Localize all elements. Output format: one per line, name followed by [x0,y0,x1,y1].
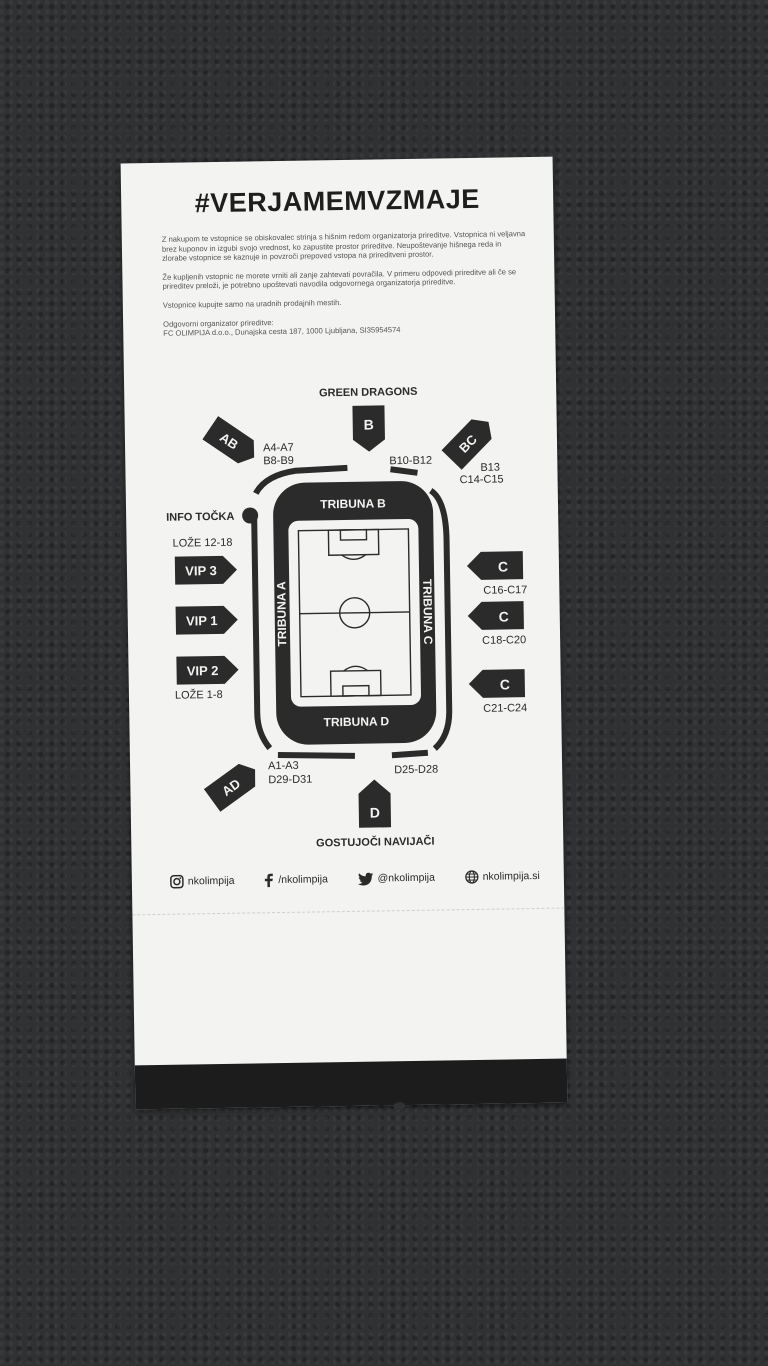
terms-text: Z nakupom te vstopnice se obiskovalec st… [162,229,528,347]
loze-12-18-label: LOŽE 12-18 [172,536,232,550]
sector-c18-c20: C18-C20 [482,634,526,647]
perforation-line [132,907,565,916]
tribuna-a-label: TRIBUNA A [274,581,289,647]
tribuna-b-label: TRIBUNA B [320,496,386,511]
sector-d25-d28: D25-D28 [394,764,438,777]
website-url: nkolimpija.si [482,869,540,883]
entrance-b-letter: B [364,417,374,433]
entrance-c2-letter: C [499,608,509,624]
sector-d29-d31: D29-D31 [268,774,312,787]
instagram-icon [170,874,184,889]
sector-c21-c24: C21-C24 [483,702,527,715]
pitch [297,528,412,698]
social-facebook: /nkolimpija [264,872,328,888]
vip-1-marker [175,605,238,635]
info-tocka-label: INFO TOČKA [166,510,234,524]
entrance-c1-letter: C [498,558,508,574]
green-dragons-label: GREEN DRAGONS [319,386,418,400]
ring-left [251,513,273,751]
entrance-ad-marker: AD [203,763,256,812]
entrance-bc-marker: BC [441,419,492,470]
entrance-c1-marker [466,551,524,580]
ring-top-right [390,466,418,476]
social-instagram: nkolimpija [170,874,235,889]
twitter-handle: @nkolimpija [377,871,436,885]
ring-top [253,464,348,495]
entrance-b-marker [352,405,385,452]
vip-1-label: VIP 1 [186,613,218,628]
terms-paragraph: Vstopnice kupujte samo na uradnih prodaj… [162,297,342,310]
entrance-d-marker [358,779,392,828]
globe-icon [465,870,479,884]
info-point-dot [242,507,259,524]
strip-notch [393,1102,406,1111]
sector-c14-c15: C14-C15 [460,473,504,486]
stadium-map: TRIBUNA B TRIBUNA D TRIBUNA A TRIBUNA C … [166,386,527,850]
magnetic-strip [134,1058,568,1111]
social-website: nkolimpija.si [465,869,540,884]
vip-2-label: VIP 2 [187,663,219,678]
social-twitter: @nkolimpija [357,871,435,886]
vip-3-label: VIP 3 [185,563,217,578]
ring-bottom [277,752,355,759]
entrance-c3-letter: C [500,676,510,692]
tribuna-d-label: TRIBUNA D [324,714,390,729]
sector-a1-a3: A1-A3 [268,760,299,772]
facebook-icon [265,873,274,888]
sector-b8-b9: B8-B9 [263,455,294,467]
ring-bottom-right [391,749,429,759]
sector-b10-b12: B10-B12 [389,455,432,468]
sector-c16-c17: C16-C17 [483,584,527,597]
entrance-c2-marker [467,601,524,630]
ring-right [428,488,453,751]
vip-2-marker [176,655,239,685]
instagram-handle: nkolimpija [187,874,235,888]
entrance-c3-marker [468,669,526,698]
sector-a4-a7: A4-A7 [263,442,294,454]
facebook-handle: /nkolimpija [278,873,328,887]
gostujoci-navijaci-label: GOSTUJOČI NAVIJAČI [316,835,435,850]
terms-paragraph: Z nakupom te vstopnice se obiskovalec st… [161,229,526,263]
sector-b13: B13 [480,462,500,474]
headline: #VERJAMEMVZMAJE [194,183,480,219]
tribuna-c-label: TRIBUNA C [420,579,435,645]
terms-paragraph: Že kupljenih vstopnic ne morete vrniti a… [162,267,517,292]
entrance-ab-marker: AB [202,416,255,464]
entrance-d-letter: D [370,804,380,820]
social-footer: nkolimpija /nkolimpija @nkolimpija nkoli… [170,869,540,889]
loze-1-8-label: LOŽE 1-8 [175,688,223,702]
vip-3-marker [174,555,237,585]
ticket: #VERJAMEMVZMAJE Z nakupom te vstopnice s… [120,156,568,1111]
twitter-icon [357,872,374,886]
